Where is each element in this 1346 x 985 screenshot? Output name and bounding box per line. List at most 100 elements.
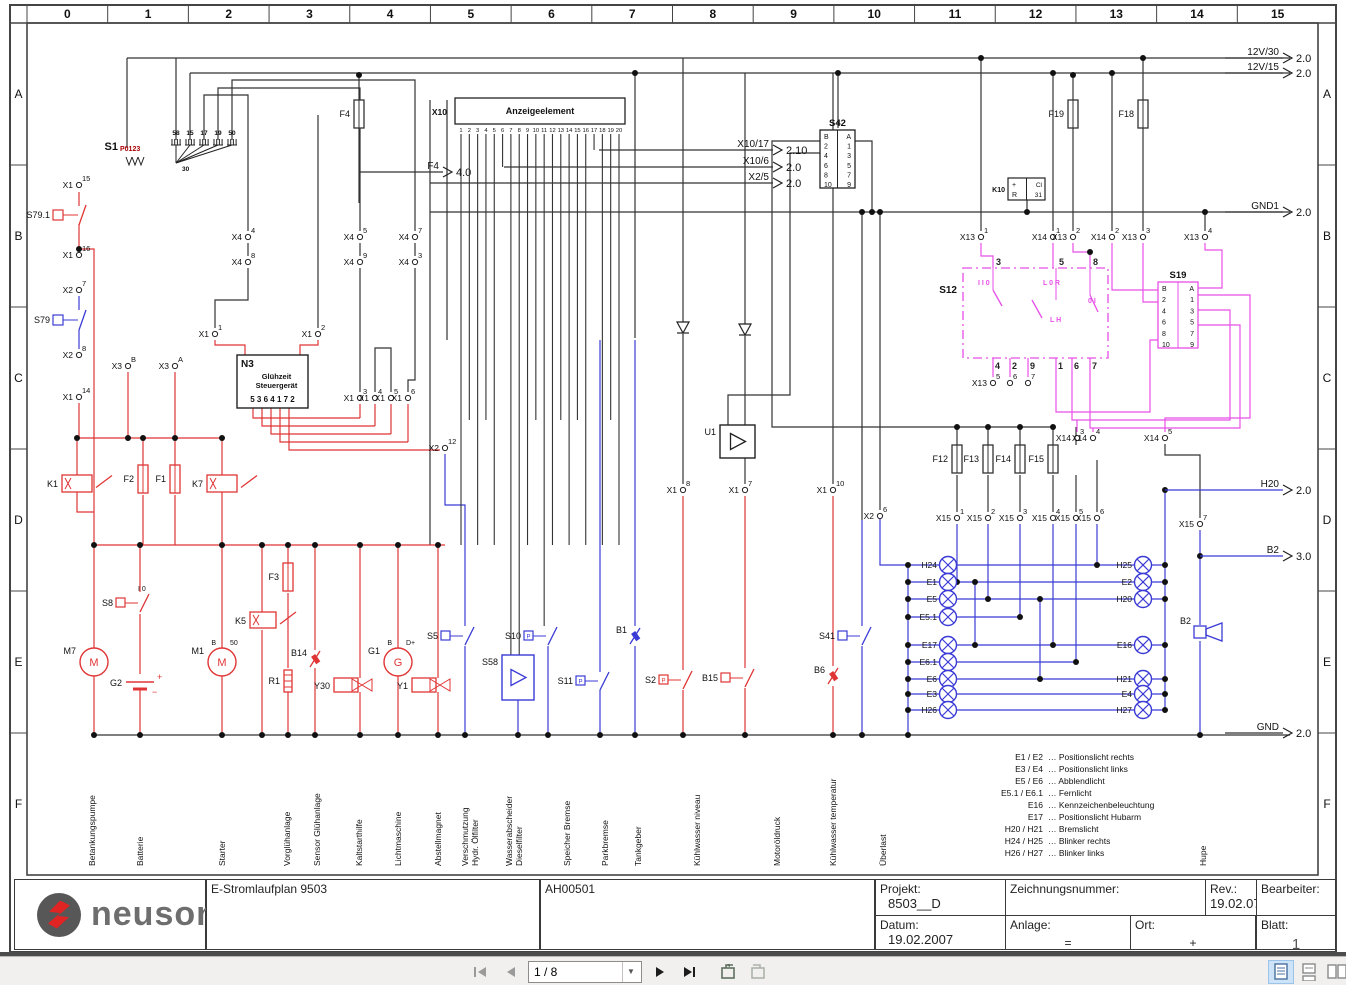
ref-arrowhead bbox=[772, 144, 784, 156]
page-number-input[interactable] bbox=[529, 963, 622, 980]
function-label: Kühlwasser temperatur bbox=[828, 778, 838, 866]
anzeige-pin-number: 2 bbox=[468, 128, 471, 134]
junction-dot bbox=[1037, 596, 1043, 602]
pin-X27 bbox=[75, 286, 83, 294]
neuson-logo-icon bbox=[37, 892, 81, 937]
column-label-10: 10 bbox=[868, 7, 882, 21]
junction-dot bbox=[835, 70, 841, 76]
two-page-view-button[interactable] bbox=[1324, 960, 1346, 984]
first-page-button[interactable] bbox=[468, 961, 492, 983]
function-label-group: Hydr. Ölfilter bbox=[470, 819, 480, 866]
k10-pin: R bbox=[1012, 192, 1017, 199]
function-label: Wasserabscheider bbox=[504, 796, 514, 866]
column-label-15: 15 bbox=[1271, 7, 1285, 21]
datum-cell: Datum: 19.02.2007 bbox=[875, 915, 1006, 950]
junction-dot bbox=[632, 70, 638, 76]
pin-number: 7 bbox=[1031, 372, 1035, 381]
pin-X134 bbox=[1201, 233, 1209, 241]
ignition-switch-type: P0123 bbox=[120, 146, 140, 153]
pin-X44 bbox=[244, 233, 252, 241]
motor-terminal: B bbox=[211, 640, 216, 647]
lamp-x bbox=[1136, 575, 1150, 589]
pin-X48 bbox=[244, 258, 252, 266]
n3-line2: Steuergerät bbox=[256, 381, 298, 390]
pin-7 bbox=[1024, 379, 1032, 387]
pin-number: 7 bbox=[748, 479, 752, 488]
pin-label: X1 bbox=[63, 392, 74, 402]
legend-key: E3 / E4 bbox=[1015, 764, 1043, 774]
next-view-button[interactable] bbox=[746, 961, 770, 983]
motor-letter-G1: G bbox=[394, 657, 403, 669]
pin-X17 bbox=[741, 486, 749, 494]
function-label-group: Wasserabscheider bbox=[504, 796, 514, 866]
projekt-value: 8503__D bbox=[888, 896, 941, 911]
legend-value: … Bremslicht bbox=[1048, 824, 1099, 834]
function-label-group: Abstellmagnet bbox=[433, 811, 443, 866]
page-number-field[interactable]: ▼ bbox=[528, 960, 642, 983]
pin-number: 6 bbox=[1100, 507, 1104, 516]
s42-pin: 4 bbox=[824, 153, 828, 160]
lamp-label-H25: H25 bbox=[1116, 560, 1132, 570]
column-label-8: 8 bbox=[710, 7, 717, 21]
pin-label: X3 bbox=[112, 361, 123, 371]
junction-dot bbox=[859, 209, 865, 215]
motor-terminal: B bbox=[387, 640, 392, 647]
valve-label-Y1: Y1 bbox=[397, 681, 408, 691]
wire bbox=[279, 408, 408, 443]
row-label-right-B: B bbox=[1323, 229, 1331, 243]
pin-label: X1 bbox=[667, 485, 678, 495]
page-dropdown-caret[interactable]: ▼ bbox=[622, 961, 639, 982]
legend-key: E1 / E2 bbox=[1015, 752, 1043, 762]
next-page-button[interactable] bbox=[648, 961, 672, 983]
junction-dot bbox=[515, 732, 521, 738]
function-label: Hupe bbox=[1198, 845, 1208, 866]
previous-page-button[interactable] bbox=[498, 961, 522, 983]
pin-label: X1 bbox=[729, 485, 740, 495]
ignition-rotor-line bbox=[175, 144, 219, 164]
rev-label: Rev.: bbox=[1210, 882, 1238, 896]
pin-number: 8 bbox=[686, 479, 690, 488]
junction-dot bbox=[905, 642, 911, 648]
single-page-view-button[interactable] bbox=[1268, 959, 1294, 984]
s19-pin: 6 bbox=[1162, 320, 1166, 327]
pin-X133 bbox=[1139, 233, 1147, 241]
pin-number: 8 bbox=[82, 344, 86, 353]
ref-label-12V/30: 12V/30 bbox=[1247, 47, 1279, 58]
s12-position-label: I I 0 bbox=[978, 280, 990, 287]
pin-number: 4 bbox=[251, 226, 255, 235]
logo-cell: neuson bbox=[14, 879, 217, 950]
pin-label: X14 bbox=[1056, 433, 1071, 443]
ref-target-12V/30: 2.0 bbox=[1296, 53, 1311, 65]
pin-number: 2 bbox=[1076, 226, 1080, 235]
s19-label: S19 bbox=[1170, 270, 1187, 281]
anzeige-pin-number: 9 bbox=[526, 128, 529, 134]
switch-label-S11: S11 bbox=[558, 676, 573, 686]
pin-label: X13 bbox=[960, 232, 975, 242]
last-page-button[interactable] bbox=[678, 961, 702, 983]
pin-number: 5 bbox=[394, 387, 398, 396]
function-label-group: Speicher Bremse bbox=[562, 801, 572, 866]
continuous-view-button[interactable] bbox=[1296, 960, 1322, 984]
function-label: Batterie bbox=[135, 836, 145, 866]
pin-label: X4 bbox=[399, 257, 410, 267]
pin-number: 3 bbox=[363, 387, 367, 396]
pin-number: 7 bbox=[418, 226, 422, 235]
pin-label: X1 bbox=[63, 250, 74, 260]
switch-label-B15: B15 bbox=[702, 673, 718, 683]
pin-X11 bbox=[211, 330, 219, 338]
previous-view-button[interactable] bbox=[716, 961, 740, 983]
lamp-label-E4: E4 bbox=[1122, 689, 1133, 699]
junction-dot bbox=[1162, 707, 1168, 713]
s12-pin-number: 9 bbox=[1030, 361, 1035, 371]
s42-label: S42 bbox=[829, 118, 846, 129]
sheet-border bbox=[9, 4, 1337, 953]
function-label-group: Betankungspumpe bbox=[87, 795, 97, 866]
fuse-label-F13: F13 bbox=[963, 454, 979, 464]
column-label-2: 2 bbox=[225, 7, 232, 21]
junction-dot bbox=[91, 732, 97, 738]
junction-dot bbox=[1140, 55, 1146, 61]
lamp-label-E16: E16 bbox=[1117, 640, 1132, 650]
junction-dot bbox=[905, 691, 911, 697]
drawing-title: E-Stromlaufplan 9503 bbox=[211, 882, 328, 896]
